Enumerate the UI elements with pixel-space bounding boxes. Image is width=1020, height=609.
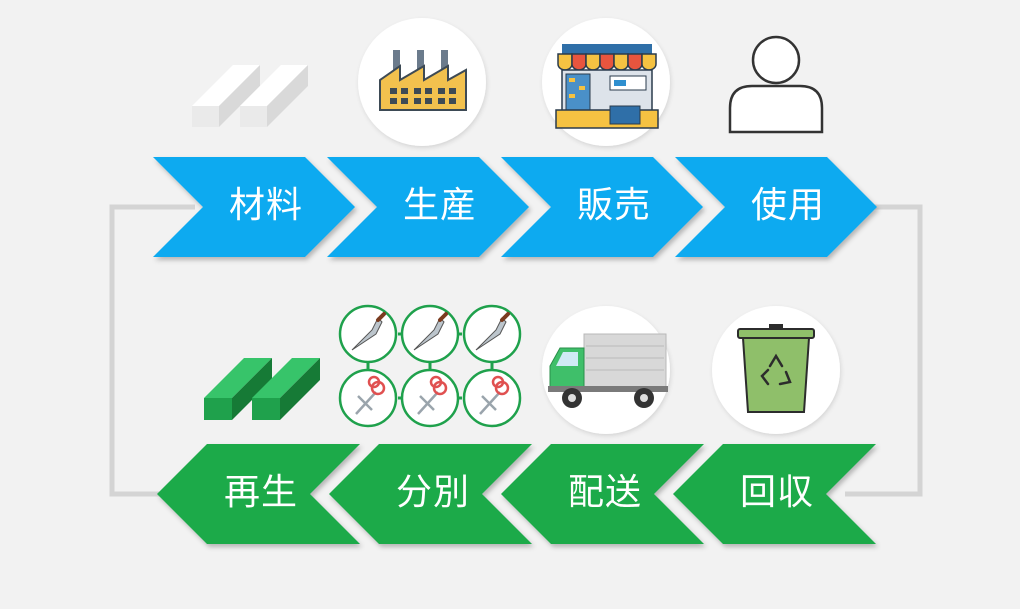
scissors-icon <box>479 375 510 415</box>
chevron-material <box>153 157 355 257</box>
stage-label-sorting: 分別 <box>395 472 470 513</box>
sorting-knives-scissors-icon <box>338 304 522 428</box>
chevron-use <box>675 157 877 257</box>
reverse-chevrons <box>157 444 876 544</box>
chevron-sorting <box>329 444 532 544</box>
stage-label-production: 生産 <box>402 185 477 226</box>
stage-label-use: 使用 <box>750 185 825 226</box>
forward-chevrons <box>153 157 877 257</box>
scissors-icon <box>417 375 448 415</box>
knife-icon <box>413 312 448 351</box>
chevron-collection <box>673 444 876 544</box>
recycled-material-bars-icon <box>204 358 320 420</box>
factory-icon <box>358 18 486 146</box>
stage-label-regeneration: 再生 <box>223 472 298 513</box>
chevron-sales <box>501 157 703 257</box>
truck-icon <box>542 306 670 434</box>
loop-connector-line <box>109 204 923 497</box>
stage-label-sales: 販売 <box>576 185 651 226</box>
knife-icon <box>475 312 510 351</box>
chevron-regeneration <box>157 444 360 544</box>
user-icon <box>728 35 824 134</box>
chevron-production <box>327 157 529 257</box>
recycle-bin-icon <box>712 306 840 434</box>
stage-label-delivery: 配送 <box>567 472 642 513</box>
stage-label-collection: 回収 <box>739 472 814 513</box>
knife-icon <box>351 312 386 351</box>
stage-label-material: 材料 <box>228 185 303 226</box>
raw-material-bars-icon <box>192 65 308 127</box>
scissors-icon <box>355 375 386 415</box>
chevron-delivery <box>501 444 704 544</box>
store-icon <box>542 18 670 146</box>
